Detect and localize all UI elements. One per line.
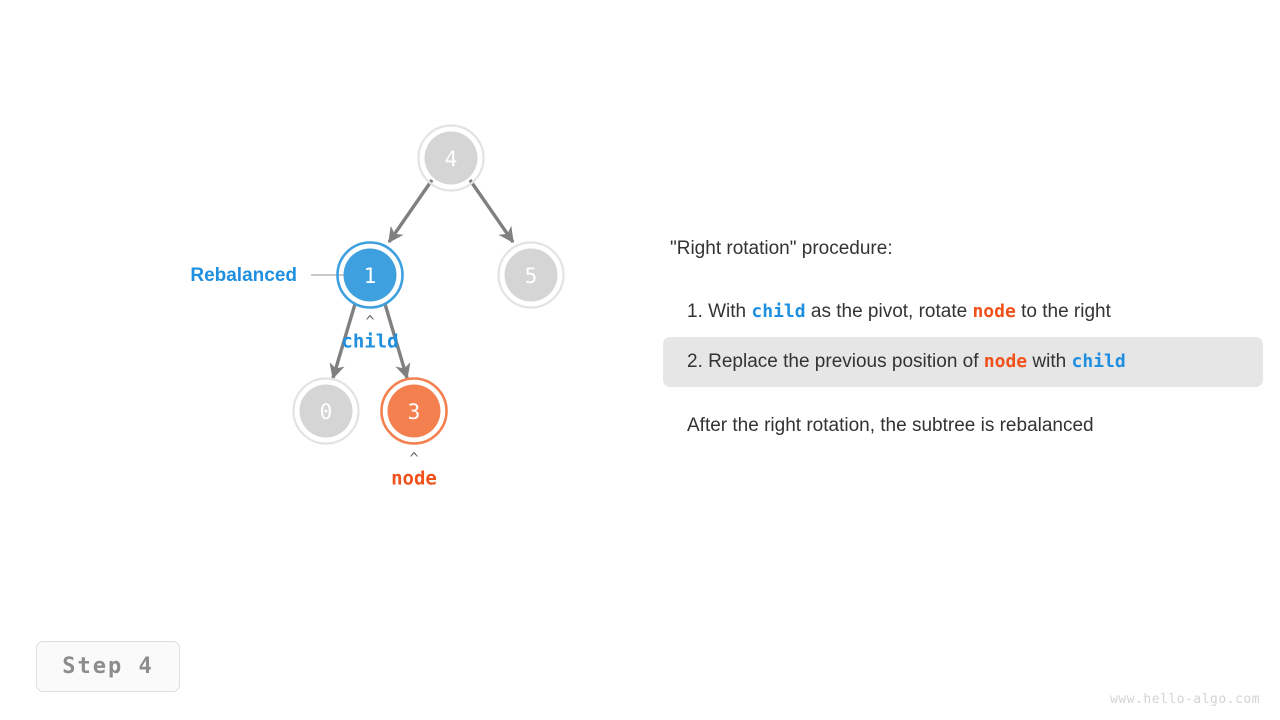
tree-node-4[interactable]: 4 (417, 124, 485, 192)
edge-4-to-5 (468, 179, 515, 244)
keyword-child: child (751, 301, 806, 322)
node-1-label: 1 (364, 264, 377, 288)
procedure-title: "Right rotation" procedure: (670, 238, 893, 259)
tree-edges (329, 179, 515, 380)
node-5-circle (504, 248, 558, 302)
node-4-circle (424, 131, 478, 185)
node-4-label: 4 (445, 147, 458, 171)
node-3-circle (387, 384, 441, 438)
node-4-ring (417, 124, 485, 192)
step-badge-label: Step 4 (62, 654, 154, 679)
node-1-ring (336, 241, 404, 309)
procedure-step-list: 1. With child as the pivot, rotate node … (663, 287, 1263, 387)
node-3-label: 3 (408, 400, 421, 424)
keyword-node: node (972, 301, 1016, 322)
procedure-step-text: With (708, 301, 752, 322)
procedure-step-1: 1. With child as the pivot, rotate node … (663, 287, 1263, 337)
tree-node-0[interactable]: 0 (292, 377, 360, 445)
procedure-panel: "Right rotation" procedure: 1. With chil… (663, 238, 1263, 437)
procedure-step-text: as the pivot, rotate (805, 301, 973, 322)
edge-1-to-0 (329, 303, 357, 380)
node-pointer-caret-icon: ^ (409, 450, 418, 468)
node-0-label: 0 (320, 400, 333, 424)
procedure-step-number: 1. (687, 301, 709, 322)
procedure-step-2: 2. Replace the previous position of node… (663, 337, 1263, 387)
procedure-step-text: to the right (1015, 301, 1111, 322)
node-0-circle (299, 384, 353, 438)
keyword-node: node (983, 351, 1028, 372)
procedure-step-text: Replace the previous position of (708, 351, 984, 372)
child-pointer-caret-icon: ^ (365, 313, 374, 331)
edge-4-to-1 (387, 179, 434, 244)
procedure-step-text: with (1027, 351, 1072, 372)
node-pointer-label: node (391, 468, 437, 490)
tree-node-3[interactable]: 3 (380, 377, 448, 445)
step-badge: Step 4 (36, 641, 180, 692)
binary-tree-diagram: 4 5 0 1 3 Rebalanced ^ chil (190, 124, 565, 490)
edge-1-to-3 (383, 303, 411, 380)
node-5-ring (497, 241, 565, 309)
child-pointer-label: child (341, 331, 398, 353)
procedure-closing-note: After the right rotation, the subtree is… (687, 415, 1094, 436)
node-1-circle (343, 248, 397, 302)
watermark: www.hello-algo.com (1110, 692, 1260, 707)
tree-node-1[interactable]: 1 (336, 241, 404, 309)
tree-node-5[interactable]: 5 (497, 241, 565, 309)
node-3-ring (380, 377, 448, 445)
node-5-label: 5 (525, 264, 538, 288)
procedure-step-number: 2. (687, 351, 709, 372)
keyword-child: child (1071, 351, 1126, 372)
node-0-ring (292, 377, 360, 445)
rebalanced-callout-label: Rebalanced (190, 265, 297, 286)
